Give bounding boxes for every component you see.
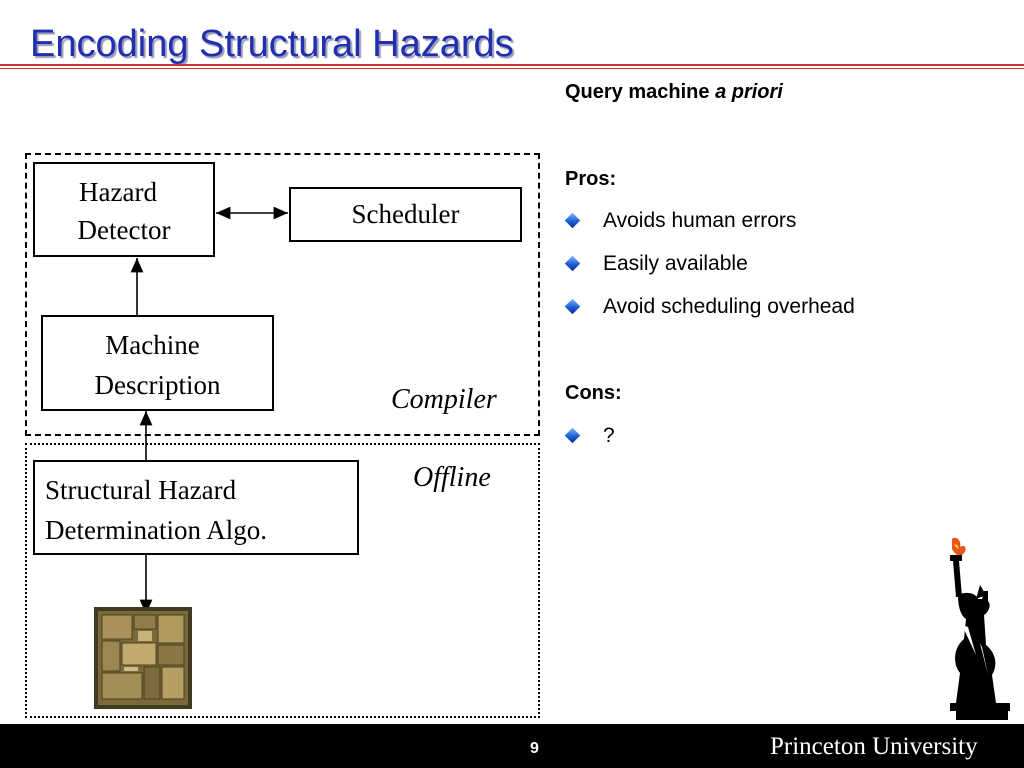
footer-bar (0, 724, 1024, 768)
hazard-detector-line1: Hazard (79, 177, 157, 207)
hazard-detector-box: Hazard Detector (33, 162, 215, 257)
diamond-bullet-icon (564, 298, 581, 315)
footer-institution: Princeton University (770, 733, 978, 760)
pros-item: Easily available (603, 252, 748, 275)
algo-line1: Structural Hazard (45, 475, 237, 505)
diamond-bullet-icon (564, 212, 581, 229)
query-heading-italic: a priori (715, 81, 783, 103)
compiler-label: Compiler (391, 384, 497, 415)
machine-description-line1: Machine (105, 330, 200, 360)
offline-label: Offline (413, 462, 491, 493)
statue-of-liberty-logo (950, 537, 1010, 720)
offline-region (25, 443, 540, 718)
machine-description-box: Machine Description (41, 315, 274, 411)
slide-title: Encoding Structural Hazards (30, 23, 514, 65)
structural-hazard-algo-box: Structural Hazard Determination Algo. (33, 460, 359, 555)
algo-line2: Determination Algo. (45, 515, 267, 545)
scheduler-label: Scheduler (351, 199, 460, 229)
title-divider (0, 64, 1024, 66)
cons-item: ? (603, 424, 615, 447)
page-number: 9 (530, 740, 539, 757)
pros-label: Pros: (565, 168, 617, 190)
diamond-bullet-icon (564, 255, 581, 272)
pros-item: Avoid scheduling overhead (603, 295, 855, 318)
compiler-region (25, 153, 540, 436)
query-heading: Query machine a priori (565, 81, 783, 104)
scheduler-box: Scheduler (289, 187, 522, 242)
pros-item: Avoids human errors (603, 209, 797, 232)
diagram-connectors (130, 206, 288, 614)
chip-die-image (94, 607, 192, 709)
cons-label: Cons: (565, 382, 622, 404)
hazard-detector-line2: Detector (77, 215, 171, 245)
query-heading-plain: Query machine (565, 81, 716, 103)
diamond-bullet-icon (564, 427, 581, 444)
machine-description-line2: Description (94, 370, 221, 400)
title-divider-thin (0, 68, 1024, 69)
